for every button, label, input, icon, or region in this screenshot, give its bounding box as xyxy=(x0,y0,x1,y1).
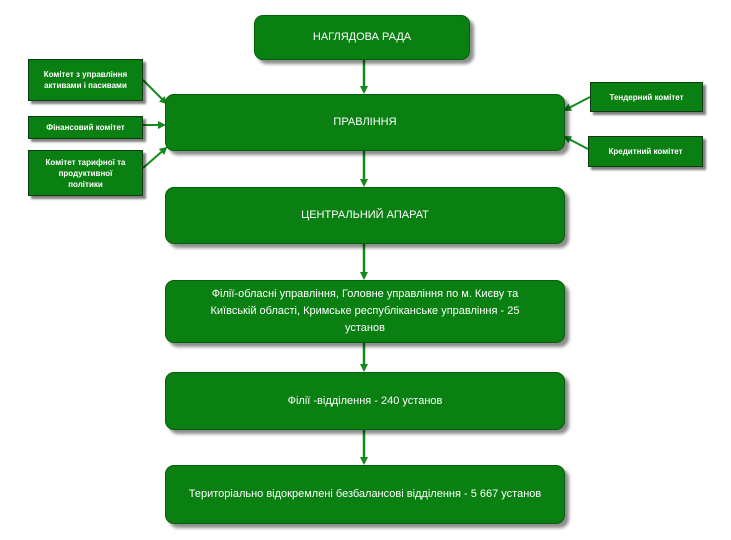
committee-assets-liabilities: Комітет з управління активами і пасивами xyxy=(28,59,143,101)
committee-financial-label: Фінансовий комітет xyxy=(46,123,125,132)
node-supervisory-board-label: НАГЛЯДОВА РАДА xyxy=(312,31,412,43)
committee-tender-label: Тендерний комітет xyxy=(609,92,684,102)
node-board: ПРАВЛІННЯ xyxy=(165,94,565,151)
committee-credit-label: Кредитний комітет xyxy=(608,147,683,156)
node-regional-branches: Філії-обласні управління, Головне управл… xyxy=(165,280,565,343)
arrow-assets-liabilities-to-board xyxy=(142,79,168,105)
node-offbalance-offices: Територіально відокремлені безбалансові … xyxy=(165,465,565,524)
node-board-label: ПРАВЛІННЯ xyxy=(333,116,397,128)
arrow-tender-to-board xyxy=(563,96,591,111)
committee-financial: Фінансовий комітет xyxy=(28,116,143,139)
node-central-office: ЦЕНТРАЛЬНИЙ АПАРАТ xyxy=(165,187,565,244)
node-central-office-label: ЦЕНТРАЛЬНИЙ АПАРАТ xyxy=(301,209,429,221)
committee-tariff-product-label: Комітет тарифної та продуктивної політик… xyxy=(45,157,126,189)
node-branches: Філії -відділення - 240 установ xyxy=(165,372,565,430)
committee-tender: Тендерний комітет xyxy=(590,82,703,112)
arrow-credit-to-board xyxy=(563,136,589,150)
node-regional-branches-label: Філії-обласні управління, Головне управл… xyxy=(210,288,520,334)
committee-tariff-product: Комітет тарифної та продуктивної політик… xyxy=(28,150,143,196)
node-supervisory-board: НАГЛЯДОВА РАДА xyxy=(254,15,470,60)
committee-credit: Кредитний комітет xyxy=(588,136,703,167)
arrow-tariff-to-board xyxy=(142,146,168,169)
committee-assets-liabilities-label: Комітет з управління активами і пасивами xyxy=(43,70,128,90)
node-offbalance-offices-label: Територіально відокремлені безбалансові … xyxy=(188,488,542,500)
node-branches-label: Філії -відділення - 240 установ xyxy=(287,394,443,407)
